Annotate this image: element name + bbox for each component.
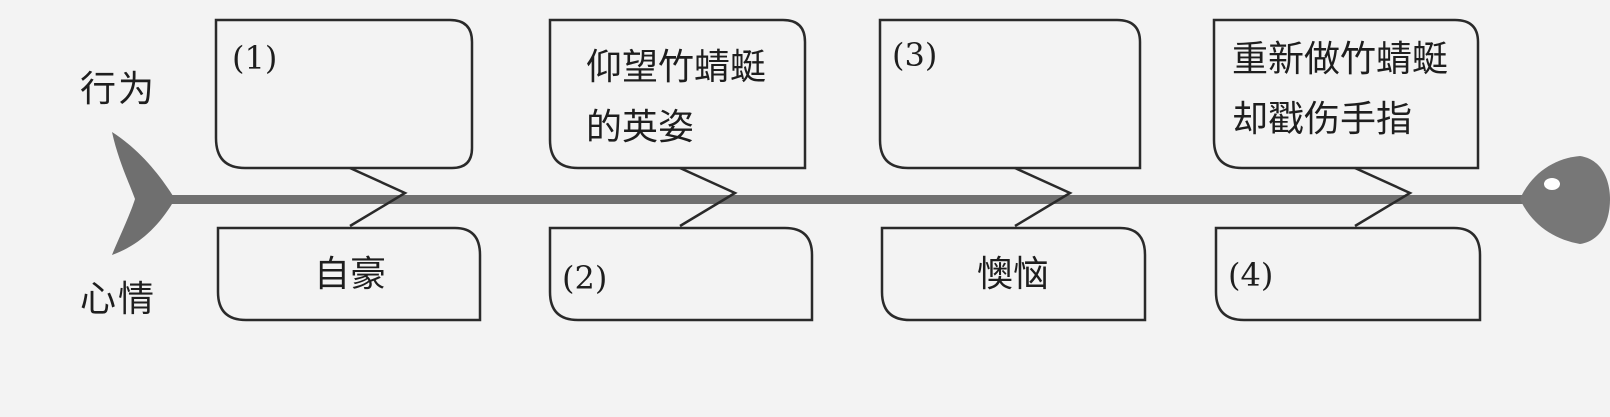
behavior-text-3: (3) [892,36,938,74]
behavior-text-2: 仰望竹蜻蜓 的英姿 [586,47,767,148]
fish-head-icon [1520,156,1610,244]
mood-box-1 [216,226,482,322]
behavior-box-4 [1212,18,1480,170]
fish-eye-icon [1544,178,1560,190]
fish-spine [140,195,1540,204]
row-label-mood: 心情 [80,279,157,320]
behavior-text-4: 重新做竹蜻蜓 却戳伤手指 [1232,39,1449,140]
row-label-behavior: 行为 [80,69,157,110]
mood-box-3 [880,226,1147,322]
mood-box-4 [1214,226,1482,322]
mood-text-3: 懊恼 [977,254,1050,295]
mood-text-2: (2) [562,259,608,297]
mood-box-2 [548,226,814,322]
behavior-text-1: (1) [232,39,278,77]
fish-tail-icon [112,132,175,255]
fishbone-arrow-3 [1014,166,1073,228]
behavior-box-3 [878,18,1142,170]
mood-text-1: 自豪 [314,254,387,295]
fishbone-arrow-2 [679,166,738,228]
behavior-box-1 [214,18,474,170]
behavior-box-2 [548,18,807,170]
fishbone-arrow-1 [349,166,408,228]
mood-text-4: (4) [1228,256,1274,294]
fishbone-arrow-4 [1354,166,1413,228]
